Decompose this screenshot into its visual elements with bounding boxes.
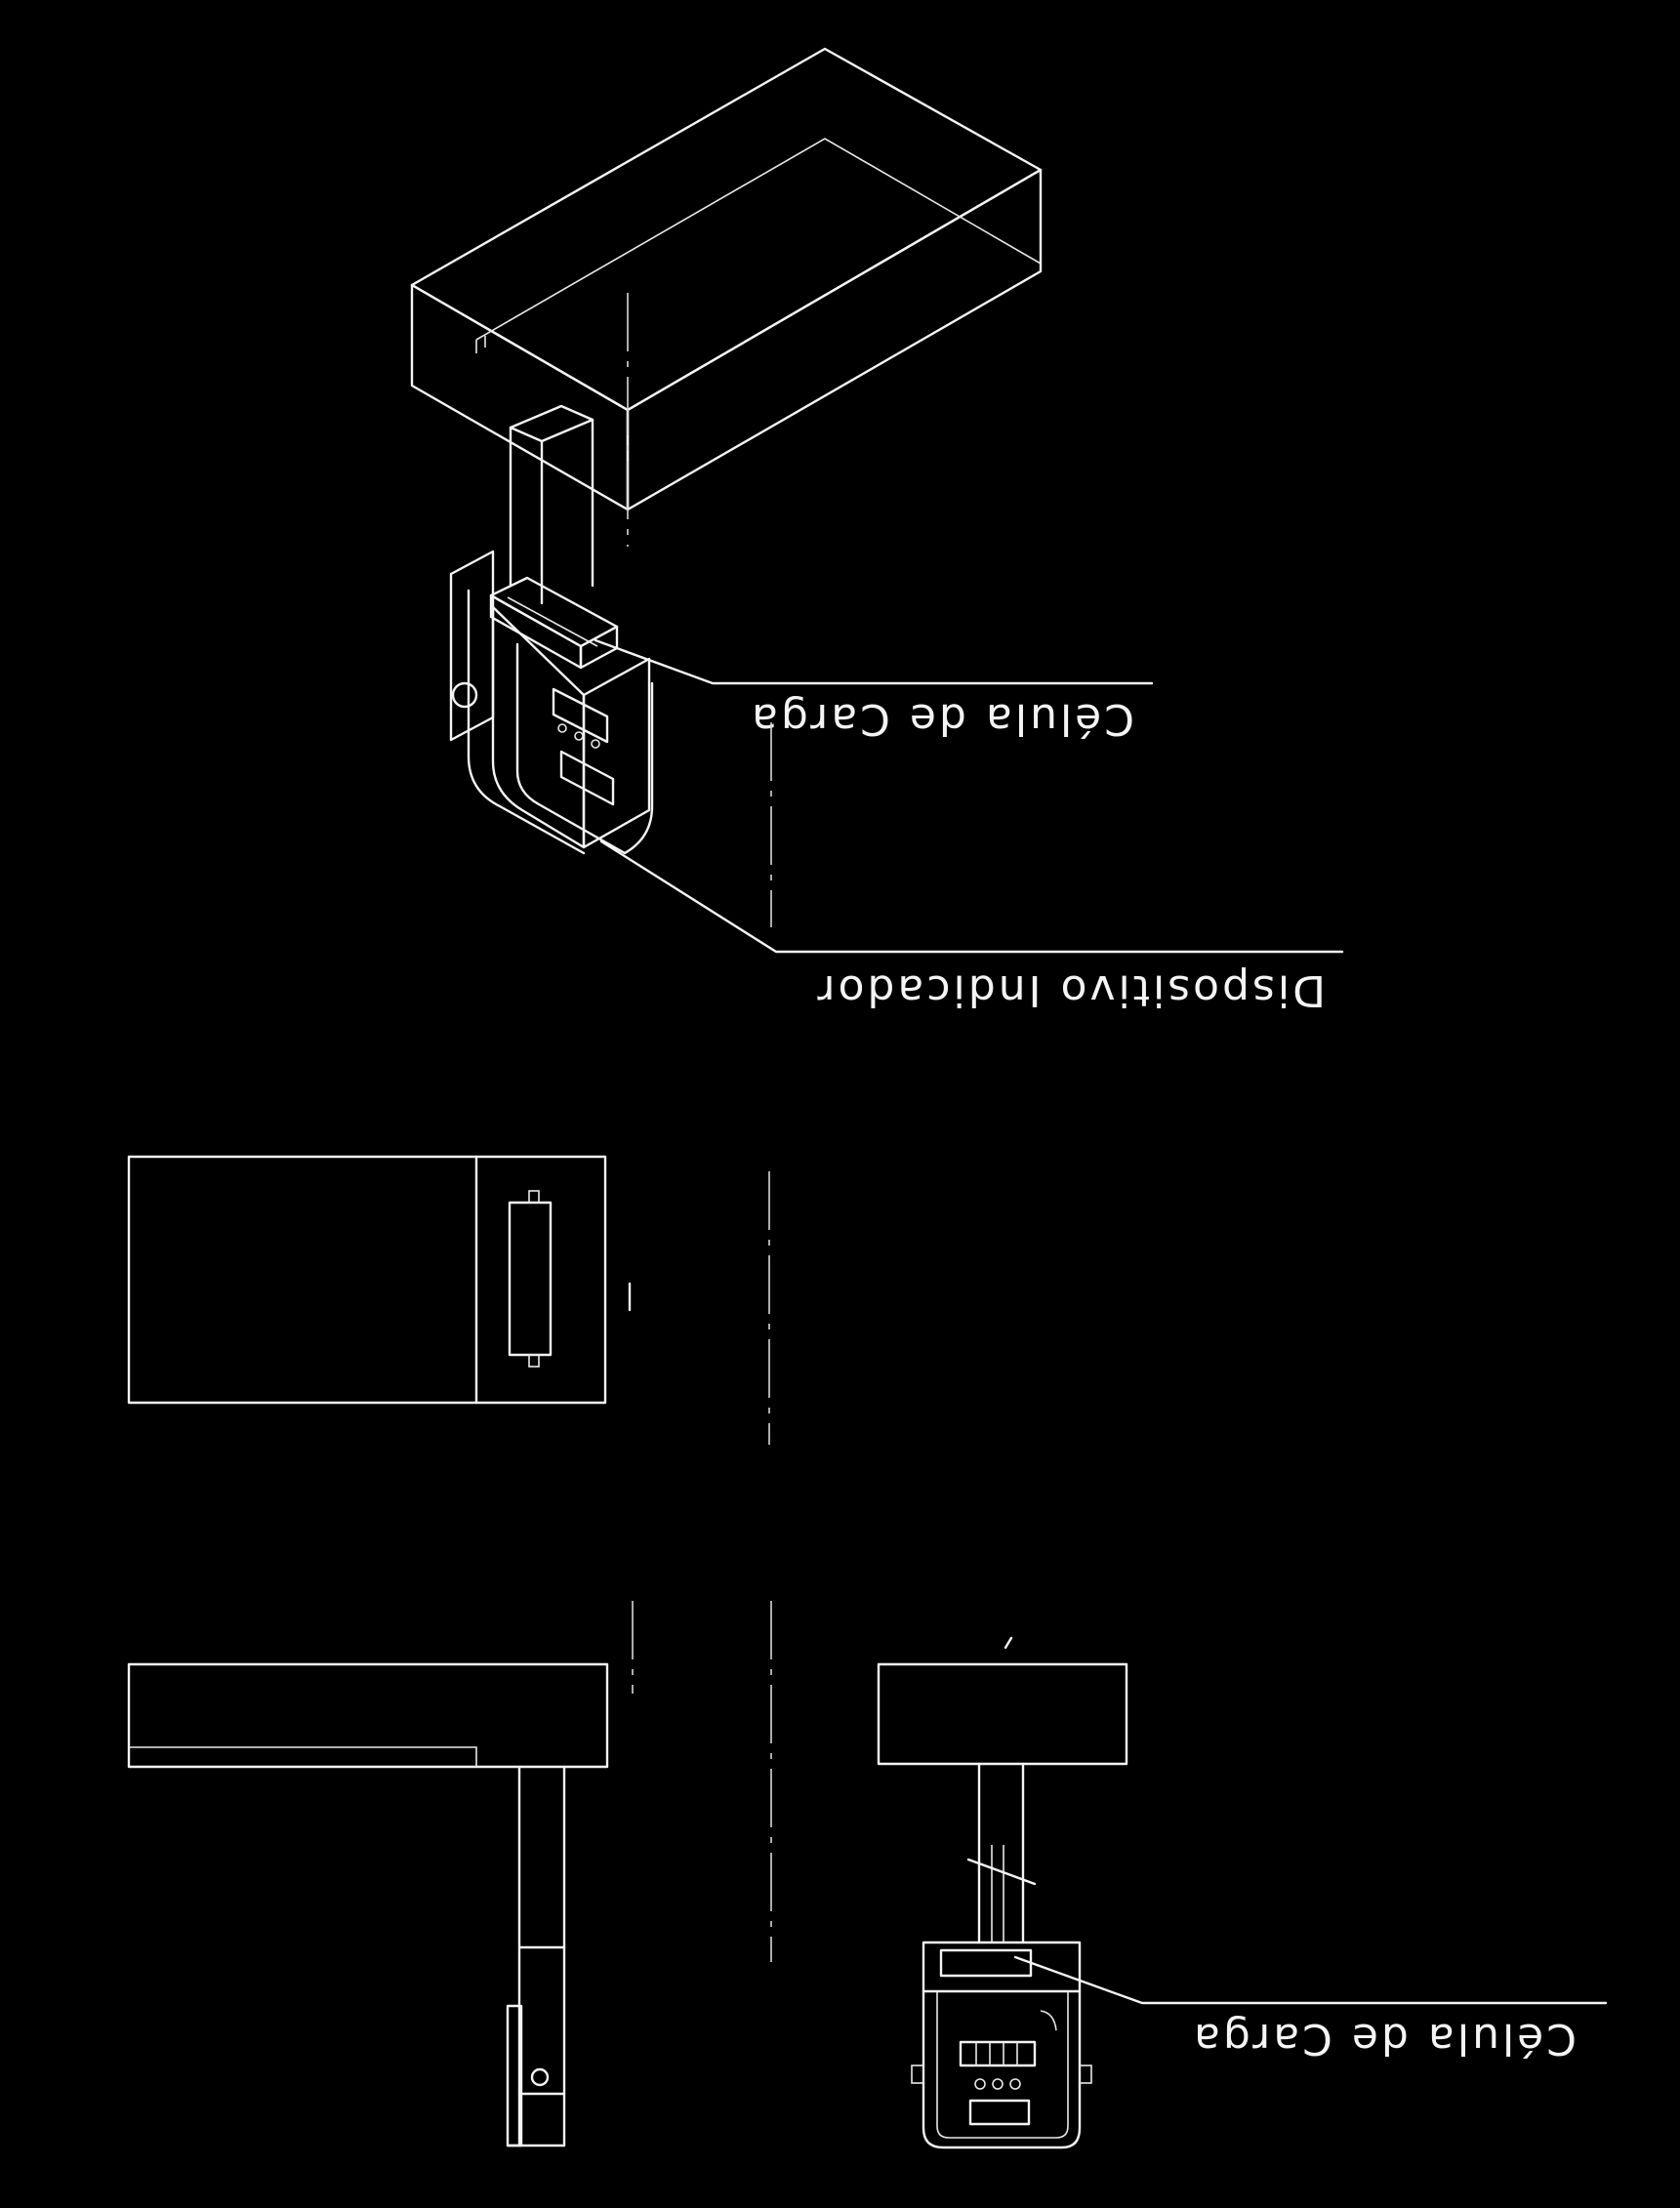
side-view	[127, 1662, 609, 2147]
front-load-cell	[922, 1941, 1082, 1993]
iso-load-cell	[489, 576, 619, 670]
iso-platform	[410, 47, 1043, 511]
leader-load-cell-front	[1013, 1955, 1608, 2005]
top-view	[127, 1155, 607, 1405]
front-indicator	[922, 1989, 1082, 2149]
label-indicator: Dispositivo Indicador	[814, 965, 1326, 1015]
isometric-view: Célula de Carga Dispositivo Indicador	[410, 47, 1344, 1015]
center-lines	[627, 293, 772, 1962]
front-view: Célula de Carga	[877, 1636, 1608, 2149]
label-load-cell-iso: Célula de Carga	[749, 694, 1134, 744]
label-load-cell-front: Célula de Carga	[1191, 2014, 1577, 2064]
iso-column	[509, 404, 594, 605]
leader-indicator	[599, 839, 1344, 954]
iso-indicator	[449, 550, 654, 855]
leader-load-cell-iso	[594, 638, 1154, 685]
